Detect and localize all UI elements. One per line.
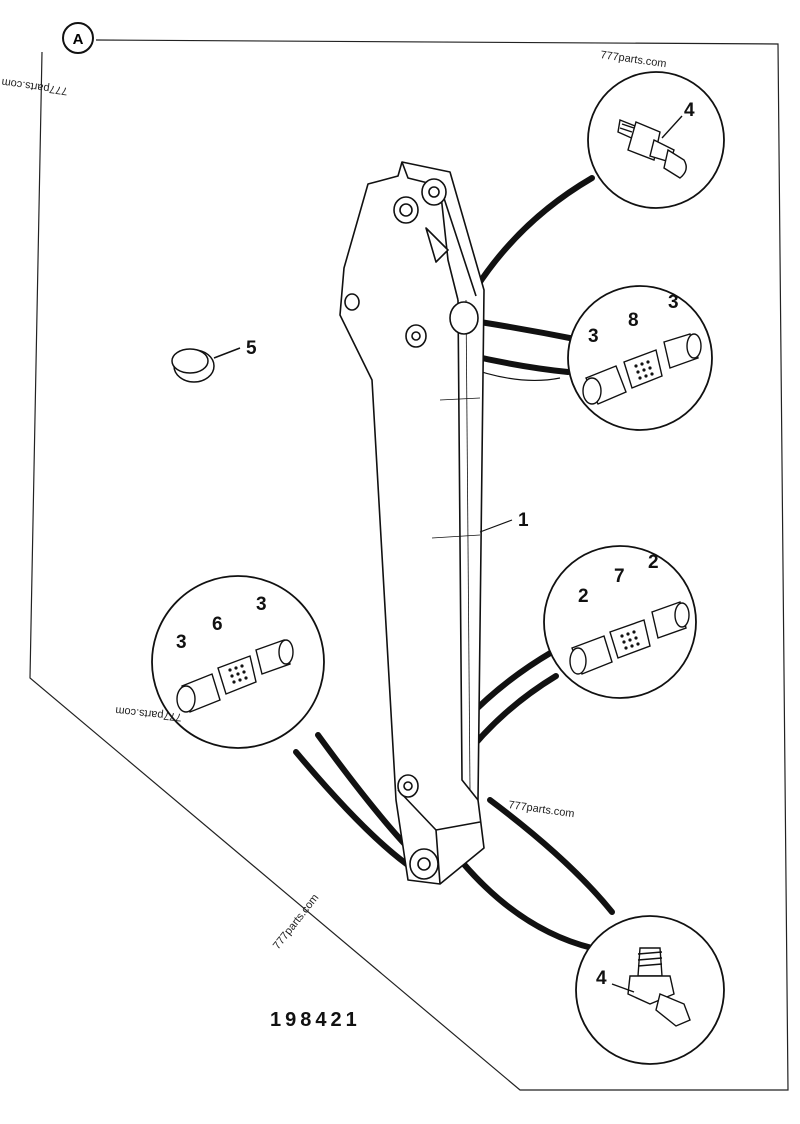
cap-part [171, 347, 241, 383]
dipper-arm [339, 161, 485, 885]
diagram-frame [29, 39, 789, 1091]
watermark-bottom-left: 777parts.com [271, 892, 321, 952]
callout-3-upper-right: 3 [668, 292, 679, 313]
callout-3-lower-right: 3 [256, 594, 267, 615]
detail-circle-lower-left-bushes [151, 575, 325, 749]
callout-4-top: 4 [684, 100, 695, 121]
section-badge-label: A [73, 31, 84, 48]
callout-5-cap: 5 [246, 338, 257, 359]
callout-2-left: 2 [578, 586, 589, 607]
callout-leader-arm [479, 519, 513, 533]
detail-circle-lower-right-bushes [543, 545, 697, 699]
callout-3-upper-left: 3 [588, 326, 599, 347]
callout-6: 6 [212, 614, 223, 635]
callout-7: 7 [614, 566, 625, 587]
callout-8: 8 [628, 310, 639, 331]
detail-circle-upper-bushes [567, 285, 713, 431]
watermark-top-left: 777parts.com [1, 76, 69, 97]
callout-3-lower-left: 3 [176, 632, 187, 653]
detail-circle-grease-nipple-top [587, 71, 725, 209]
watermark-top-right: 777parts.com [600, 49, 668, 70]
detail-circle-grease-nipple-bottom [575, 915, 725, 1065]
figure-number: 198421 [270, 1009, 361, 1031]
callout-4-bottom: 4 [596, 968, 607, 989]
callout-1-arm: 1 [518, 510, 529, 531]
watermark-center-right: 777parts.com [508, 799, 576, 820]
callout-2-right: 2 [648, 552, 659, 573]
section-badge: A [62, 22, 94, 54]
